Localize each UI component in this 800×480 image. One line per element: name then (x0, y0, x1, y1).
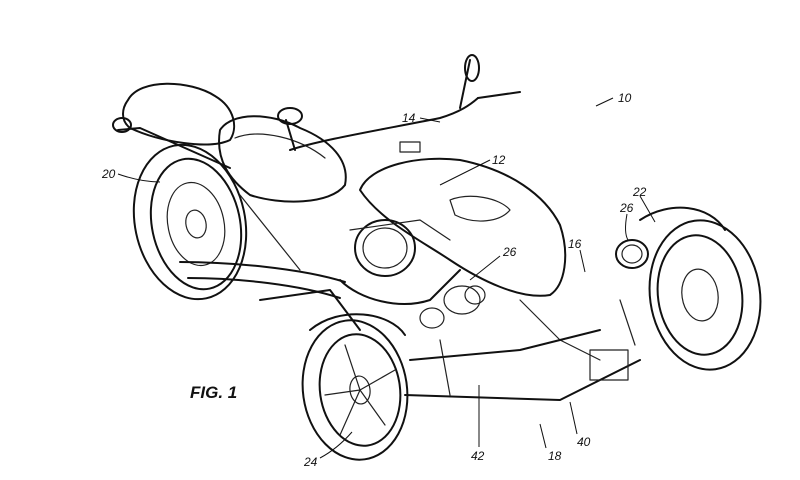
front-left-wheel (301, 313, 409, 461)
ref-16: 16 (568, 237, 582, 251)
engine (339, 219, 481, 329)
ref-20: 20 (101, 167, 116, 181)
ref-22: 22 (632, 185, 647, 199)
seat-assembly (112, 82, 347, 203)
ref-12: 12 (492, 153, 506, 167)
frame (179, 194, 601, 361)
handlebar (277, 54, 521, 153)
rear-wheel (132, 143, 248, 301)
figure-title: FIG. 1 (190, 383, 237, 402)
ref-26-upper: 26 (619, 201, 634, 215)
ref-10: 10 (618, 91, 632, 105)
ref-24: 24 (303, 455, 318, 469)
ref-42: 42 (471, 449, 485, 463)
front-suspension (404, 285, 641, 401)
ref-26-lower: 26 (502, 245, 517, 259)
ref-40: 40 (577, 435, 591, 449)
fuel-tank (359, 157, 567, 297)
leader-lines (117, 97, 656, 459)
ref-18: 18 (548, 449, 562, 463)
ref-14: 14 (402, 111, 416, 125)
front-right-wheel (615, 206, 762, 371)
